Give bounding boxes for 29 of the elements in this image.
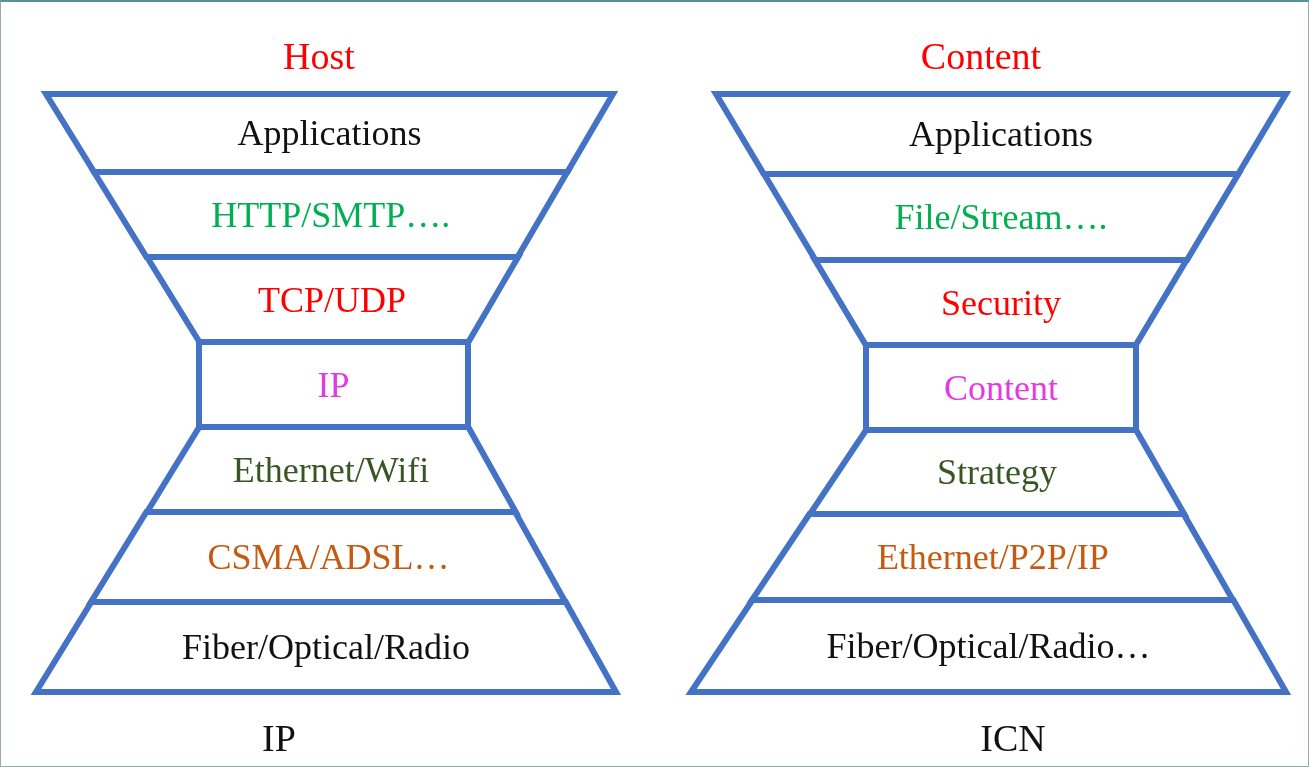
layer-label: Ethernet/Wifi: [232, 448, 430, 491]
layer-band: [143, 424, 519, 515]
layer-band: [33, 599, 619, 695]
layer-band: [806, 427, 1188, 517]
stack-title: Content: [920, 34, 1042, 78]
layer-label: Content: [944, 366, 1058, 409]
layer-band: [88, 509, 569, 605]
layer-label: CSMA/ADSL…: [207, 536, 450, 578]
layer-band: [760, 171, 1242, 263]
layer-band: [143, 254, 521, 345]
layer-band: [812, 257, 1190, 348]
layer-band: [91, 169, 571, 260]
layer-label: HTTP/SMTP….: [211, 193, 451, 236]
layer-label: Applications: [237, 112, 422, 154]
layer-label: Security: [941, 281, 1061, 324]
stack-caption: ICN: [980, 716, 1046, 760]
stack-caption: IP: [262, 716, 296, 760]
layer-band: [688, 597, 1289, 695]
layer-label: Strategy: [937, 451, 1057, 493]
layer-label: IP: [317, 363, 350, 406]
layer-label: TCP/UDP: [258, 278, 407, 321]
layer-label: Fiber/Optical/Radio…: [826, 625, 1151, 667]
layer-label: Fiber/Optical/Radio: [182, 626, 470, 668]
layer-band: [749, 511, 1237, 603]
stack-title: Host: [283, 34, 355, 78]
layer-label: File/Stream….: [894, 196, 1108, 238]
layer-label: Ethernet/P2P/IP: [876, 536, 1109, 578]
layer-label: Applications: [909, 113, 1093, 155]
layer-band: [43, 91, 616, 175]
